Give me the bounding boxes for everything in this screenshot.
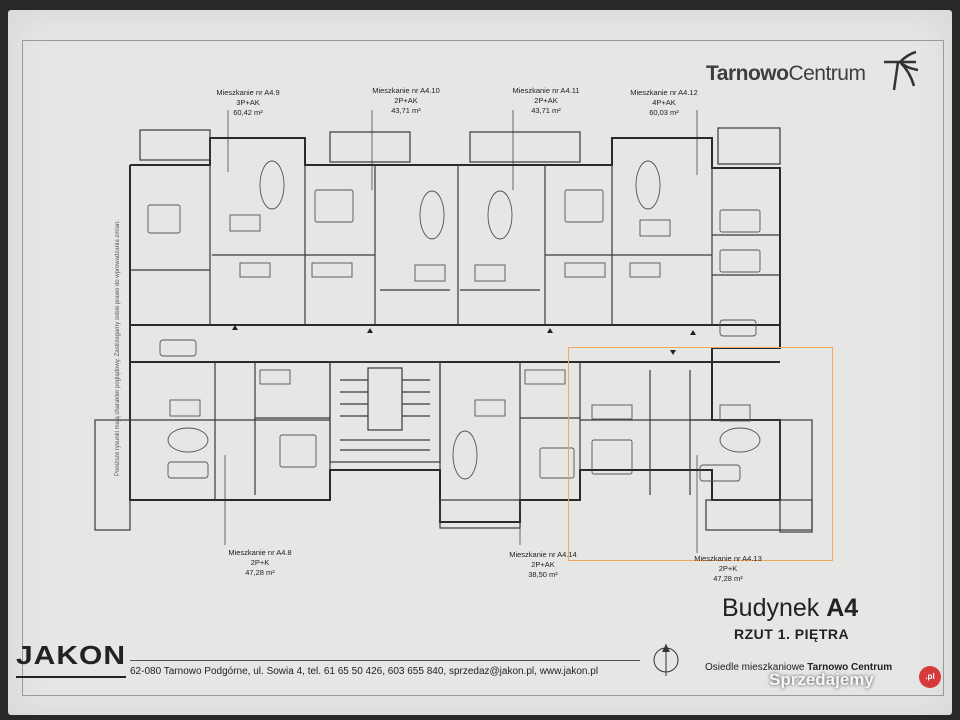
apartment-rooms: 2P+AK [534,96,558,105]
disclaimer-note: Poniższe rysunki mają charakter poglądow… [115,220,121,477]
apartment-area: 43,71 m² [531,106,561,115]
apartment-area: 47,28 m² [713,574,743,583]
apartment-rooms: 2P+AK [394,96,418,105]
apartment-rooms: 2P+AK [531,560,555,569]
floor-plan-drawing [94,110,813,553]
apartment-area: 60,42 m² [233,108,263,117]
apartment-name: Mieszkanie nr A4.13 [694,554,762,563]
building-id: A4 [826,594,859,622]
apartment-name: Mieszkanie nr A4.8 [228,548,292,557]
estate-name: Osiedle mieszkaniowe Tarnowo Centrum [705,662,892,673]
apartment-label-a4-12: Mieszkanie nr A4.12 4P+AK 60,03 m² [614,88,714,118]
apartment-name: Mieszkanie nr A4.14 [509,550,577,559]
apartment-label-a4-11: Mieszkanie nr A4.11 2P+AK 43,71 m² [496,86,596,116]
apartment-area: 43,71 m² [391,106,421,115]
floor-title: RZUT 1. PIĘTRA [734,626,850,642]
sprzedajemy-watermark: Sprzedajemy [769,670,874,689]
jakon-logo: JAKON [16,642,127,671]
logo-underline [16,676,126,678]
apartment-name: Mieszkanie nr A4.12 [630,88,698,97]
building-prefix: Budynek [722,594,820,622]
drawing-frame [22,40,944,696]
apartment-label-a4-9: Mieszkanie nr A4.9 3P+AK 60,42 m² [198,88,298,118]
tarnowo-centrum-mark-icon [884,50,919,91]
apartment-label-a4-14: Mieszkanie nr A4.14 2P+AK 38,50 m² [495,550,591,580]
estate-title: Tarnowo Centrum [807,662,893,673]
tarnowo-centrum-logo: TarnowoCentrum [706,62,866,86]
apartment-area: 38,50 m² [528,570,558,579]
apartment-name: Mieszkanie nr A4.9 [216,88,280,97]
selected-apartment-highlight [568,347,833,561]
apartment-area: 60,03 m² [649,108,679,117]
apartment-rooms: 2P+K [718,564,738,573]
apartment-name: Mieszkanie nr A4.11 [512,86,580,95]
developer-contact: 62-080 Tarnowo Podgórne, ul. Sowia 4, te… [130,666,599,677]
apartment-rooms: 3P+AK [236,98,260,107]
building-title: Budynek A4 [722,594,858,623]
estate-prefix: Osiedle mieszkaniowe [705,662,805,673]
apartment-name: Mieszkanie nr A4.10 [372,86,440,95]
logo-brand-bold: Tarnowo [706,62,789,85]
apartment-label-a4-8: Mieszkanie nr A4.8 2P+K 47,28 m² [212,548,308,578]
apartment-area: 47,28 m² [245,568,275,577]
north-arrow-icon [653,644,679,676]
apartment-rooms: 4P+AK [652,98,676,107]
apartment-label-a4-13: Mieszkanie nr A4.13 2P+K 47,28 m² [680,554,776,584]
contact-divider [130,660,640,661]
watermark-badge: .pl [919,666,941,688]
apartment-rooms: 2P+K [250,558,270,567]
apartment-label-a4-10: Mieszkanie nr A4.10 2P+AK 43,71 m² [356,86,456,116]
logo-brand-regular: Centrum [788,62,866,85]
